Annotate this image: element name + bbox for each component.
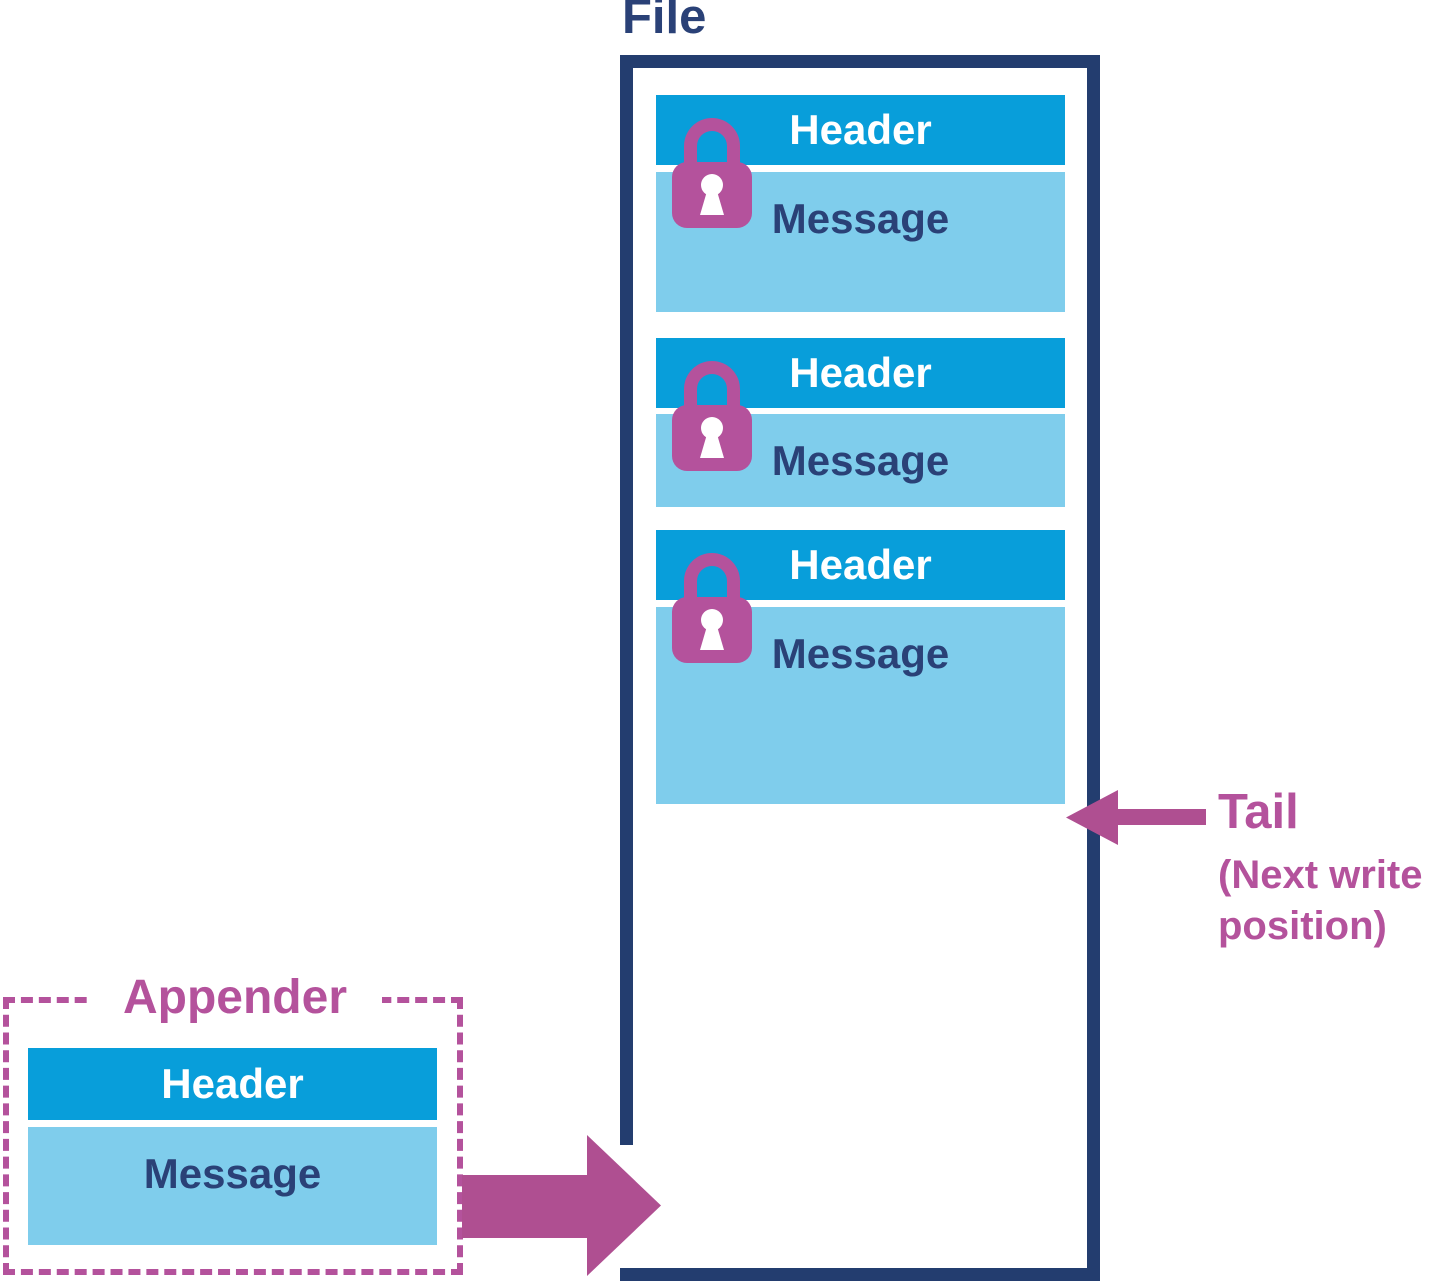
append-arrow-shaft xyxy=(462,1175,589,1238)
appender-message-bar: Message xyxy=(28,1127,437,1245)
tail-label: Tail xyxy=(1218,785,1299,839)
lock-keyhole xyxy=(701,609,723,631)
file-title: File xyxy=(622,0,707,44)
file-box-border-top xyxy=(620,55,1100,68)
tail-sublabel: (Next write position) xyxy=(1218,850,1423,952)
appender-header-bar: Header xyxy=(28,1048,437,1120)
append-arrow-right-icon xyxy=(587,1135,661,1276)
lock-icon xyxy=(672,361,752,471)
tail-label-group: Tail (Next write position) xyxy=(1218,788,1423,952)
file-box-border-left xyxy=(620,55,633,1145)
record-header-bar: Header xyxy=(656,530,1065,600)
lock-icon xyxy=(672,118,752,228)
lock-keyhole xyxy=(701,417,723,439)
file-box-border-right xyxy=(1087,55,1100,1281)
tail-arrow-shaft xyxy=(1114,809,1206,825)
file-record-1: Header Message xyxy=(656,95,1065,312)
tail-sublabel-line2: position) xyxy=(1218,904,1387,948)
appender-title: Appender xyxy=(88,974,382,1022)
lock-icon xyxy=(672,553,752,663)
file-box-border-bottom xyxy=(620,1268,1100,1281)
file-record-3: Header Message xyxy=(656,530,1065,804)
lock-shackle xyxy=(684,118,740,176)
lock-shackle xyxy=(684,553,740,611)
file-record-2: Header Message xyxy=(656,338,1065,507)
record-header-bar: Header xyxy=(656,338,1065,408)
lock-shackle xyxy=(684,361,740,419)
lock-keyhole xyxy=(701,174,723,196)
tail-sublabel-line1: (Next write xyxy=(1218,853,1423,897)
